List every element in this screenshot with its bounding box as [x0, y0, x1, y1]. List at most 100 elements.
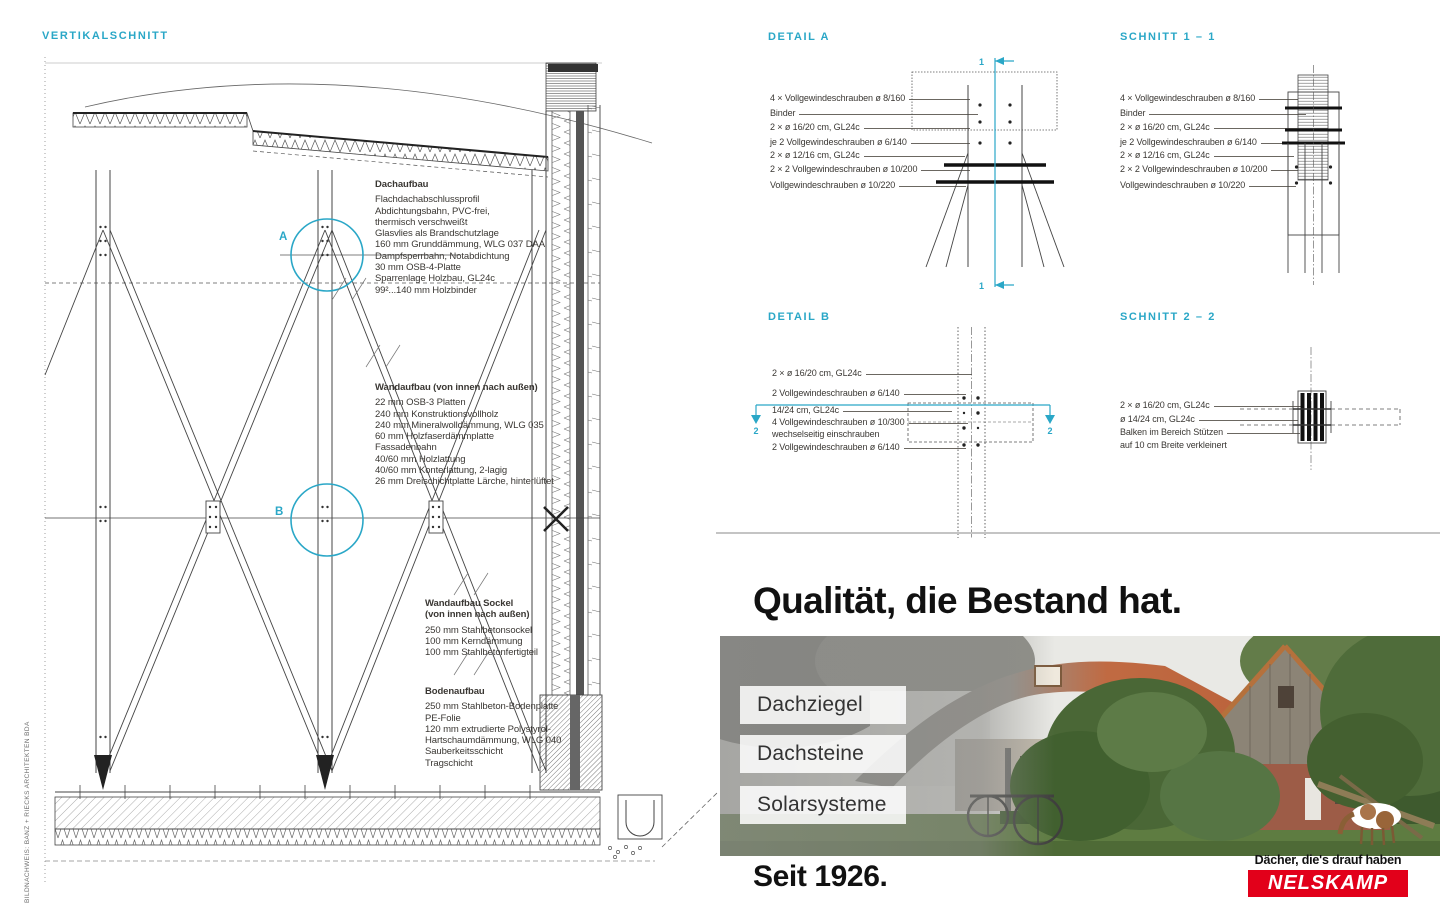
- marker-b: B: [275, 506, 284, 518]
- leader-line: [921, 164, 970, 171]
- logo-tagline: Dächer, die's drauf haben: [1254, 853, 1402, 867]
- schnitt-1-label: 2 × ø 16/20 cm, GL24c: [1120, 122, 1298, 133]
- text-line: 240 mm Konstruktionsvollholz: [375, 408, 499, 420]
- block-subtitle: (von innen nach außen): [425, 609, 530, 621]
- svg-text:2: 2: [1047, 426, 1052, 435]
- photo-credit: BILDNACHWEIS: BANZ + RIECKS ARCHITEKTEN …: [24, 721, 31, 903]
- schnitt-2-label: ø 14/24 cm, GL24c: [1120, 414, 1298, 425]
- text-line: Flachdachabschlussprofil: [375, 194, 480, 206]
- leader-ticks: [331, 277, 489, 676]
- detail-b-title: DETAIL B: [768, 311, 831, 323]
- text-line: 100 mm Stahlbetonfertigteil: [425, 647, 538, 659]
- annotation-sockel: Wandaufbau Sockel (von innen nach außen)…: [425, 598, 620, 658]
- detail-a-title: DETAIL A: [768, 31, 831, 43]
- text-line: 26 mm Dreischichtplatte Lärche, hinterlü…: [375, 476, 554, 488]
- logo-box: NELSKAMP: [1248, 870, 1408, 897]
- leader-line: [899, 180, 966, 187]
- marker-a: A: [279, 231, 288, 243]
- text-line: 99²...140 mm Holzbinder: [375, 284, 477, 296]
- text-line: 30 mm OSB-4-Platte: [375, 262, 461, 274]
- leader-line: [1249, 180, 1296, 187]
- label-text: 2 × ø 12/16 cm, GL24c: [770, 150, 860, 160]
- vertikalschnitt-drawing: [44, 57, 719, 883]
- label-text: 2 Vollgewindeschrauben ø 6/140: [772, 442, 900, 452]
- ad-since: Seit 1926.: [753, 860, 888, 893]
- block-title: Bodenaufbau: [425, 686, 485, 697]
- text-line: 22 mm OSB-3 Platten: [375, 397, 466, 409]
- leader-line: [799, 108, 978, 115]
- product-dachsteine: Dachsteine: [740, 735, 906, 773]
- pony: [1316, 774, 1436, 846]
- schnitt-1-label: 4 × Vollgewindeschrauben ø 8/160: [1120, 93, 1298, 104]
- text-line: 40/60 mm Holzlattung: [375, 453, 466, 465]
- detail-b-label: 2 Vollgewindeschrauben ø 6/140: [772, 388, 966, 399]
- detail-a-label: 4 × Vollgewindeschrauben ø 8/160: [770, 93, 970, 104]
- ad-headline: Qualität, die Bestand hat.: [753, 580, 1182, 621]
- detail-b-label: wechselseitig einschrauben: [772, 429, 968, 440]
- leader-line: [1213, 122, 1298, 129]
- annotation-bodenaufbau: Bodenaufbau 250 mm Stahlbeton-Bodenplatt…: [425, 686, 620, 769]
- floor-slab: [45, 785, 655, 862]
- schnitt-1-label: Vollgewindeschrauben ø 10/220: [1120, 180, 1296, 191]
- detail-a-label: 2 × ø 16/20 cm, GL24c: [770, 122, 970, 133]
- label-text: je 2 Vollgewindeschrauben ø 6/140: [1120, 137, 1257, 147]
- leader-line: [865, 368, 972, 375]
- leader-line: [910, 137, 970, 144]
- block-title: Dachaufbau: [375, 179, 429, 190]
- detail-a-circle: [290, 218, 364, 292]
- schnitt-1-label: je 2 Vollgewindeschrauben ø 6/140: [1120, 137, 1298, 148]
- label-text: wechselseitig einschrauben: [772, 429, 880, 439]
- label-text: 2 × ø 16/20 cm, GL24c: [1120, 122, 1210, 132]
- schnitt-2-label: auf 10 cm Breite verkleinert: [1120, 440, 1300, 451]
- text-line: Abdichtungsbahn, PVC-frei,: [375, 205, 490, 217]
- text-line: Sparrenlage Holzbau, GL24c: [375, 273, 495, 285]
- label-text: 4 × Vollgewindeschrauben ø 8/160: [770, 93, 906, 103]
- label-text: 14/24 cm, GL24c: [772, 405, 840, 415]
- text-line: 60 mm Holzfaserdämmplatte: [375, 431, 494, 443]
- label-text: 2 × ø 16/20 cm, GL24c: [1120, 400, 1210, 410]
- svg-text:1: 1: [979, 57, 984, 67]
- leader-line: [1260, 137, 1298, 144]
- annotation-wandaufbau: Wandaufbau (von innen nach außen) 22 mm …: [375, 382, 600, 488]
- label-text: auf 10 cm Breite verkleinert: [1120, 440, 1227, 450]
- leader-line: [903, 388, 966, 395]
- block-title: Wandaufbau Sockel: [425, 598, 514, 609]
- leader-line: [903, 442, 966, 449]
- text-line: 160 mm Grunddämmung, WLG 037 DAA: [375, 239, 545, 251]
- svg-text:1: 1: [979, 281, 984, 291]
- text-line: 100 mm Kerndämmung: [425, 635, 523, 647]
- leader-line: [1198, 414, 1298, 421]
- label-text: Vollgewindeschrauben ø 10/220: [770, 180, 896, 190]
- text-line: Fassadenbahn: [375, 442, 437, 454]
- detail-a-label: Vollgewindeschrauben ø 10/220: [770, 180, 966, 191]
- label-text: ø 14/24 cm, GL24c: [1120, 414, 1195, 424]
- svg-text:2: 2: [753, 426, 758, 435]
- schnitt-1-label: Binder: [1120, 108, 1306, 119]
- label-text: 2 × ø 16/20 cm, GL24c: [770, 122, 860, 132]
- leader-line: [1213, 400, 1302, 407]
- leader-line: [843, 405, 952, 412]
- label-text: 4 Vollgewindeschrauben ø 10/300: [772, 417, 905, 427]
- detail-a-label: 2 × ø 12/16 cm, GL24c: [770, 150, 965, 161]
- leader-line: [909, 93, 970, 100]
- leader-line: [1213, 150, 1294, 157]
- schnitt-2-title: SCHNITT 2 – 2: [1120, 311, 1216, 323]
- detail-a-label: je 2 Vollgewindeschrauben ø 6/140: [770, 137, 970, 148]
- cut-line-2: 2 2: [751, 404, 1055, 435]
- schnitt-1-drawing: [1282, 65, 1345, 285]
- leader-line: [1149, 108, 1306, 115]
- text-line: Hartschaumdämmung, WLG 040: [425, 735, 562, 747]
- truss-diagonals: [44, 229, 547, 772]
- schnitt-1-label: 2 × ø 12/16 cm, GL24c: [1120, 150, 1294, 161]
- detail-b-circle: [290, 483, 364, 557]
- text-line: 250 mm Stahlbetonsockel: [425, 624, 533, 636]
- product-solarsysteme: Solarsysteme: [740, 786, 906, 824]
- leader-line: [908, 417, 968, 424]
- label-text: 2 × 2 Vollgewindeschrauben ø 10/200: [1120, 164, 1268, 174]
- text-line: thermisch verschweißt: [375, 216, 468, 228]
